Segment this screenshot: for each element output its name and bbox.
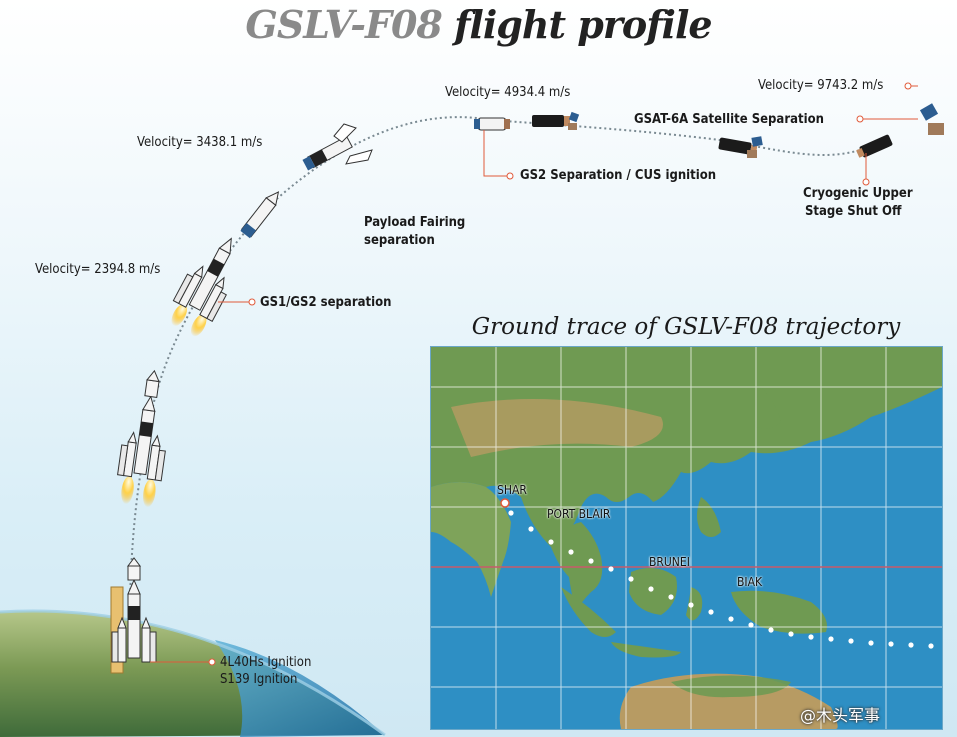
label-gs2-cus: GS2 Separation / CUS ignition — [520, 168, 717, 183]
land-india — [431, 482, 511, 597]
label-cryo-line1: Cryogenic Upper — [803, 186, 913, 201]
title-mission: GSLV-F08 — [245, 2, 442, 47]
trace-dot — [628, 576, 634, 582]
satellite-brown — [747, 150, 757, 158]
trace-dot — [608, 566, 614, 572]
trace-dot — [908, 642, 914, 648]
page-title: GSLV-F08 flight profile — [0, 2, 957, 47]
land-himalaya — [451, 399, 663, 457]
shar-marker — [500, 498, 510, 508]
velocity-label-1: Velocity= 2394.8 m/s — [35, 262, 161, 277]
earth-sea — [215, 640, 385, 737]
satellite-blue — [751, 136, 763, 147]
map-graphic — [431, 347, 942, 729]
land-australia-north — [671, 675, 791, 698]
rocket-gs1-gs2 — [171, 227, 252, 337]
ground-trace-map: SHAR PORT BLAIR BRUNEI BIAK — [430, 346, 943, 730]
land-japan — [754, 387, 781, 429]
trace-dot — [828, 636, 834, 642]
final-satellite-brown — [928, 123, 944, 135]
rocket-ascent-1 — [117, 369, 174, 508]
trace-dot — [888, 641, 894, 647]
velocity-label-2: Velocity= 3438.1 m/s — [137, 135, 263, 150]
trace-dot — [568, 549, 574, 555]
velocity-label-3: Velocity= 4934.4 m/s — [445, 85, 571, 100]
trace-dot — [668, 594, 674, 600]
land-sumatra — [561, 587, 616, 637]
label-fairing-line2: separation — [364, 233, 435, 248]
trace-dot — [808, 634, 814, 640]
cus-stage-shutoff — [856, 134, 893, 158]
ground-trace-dots — [508, 510, 934, 649]
trace-dot — [848, 638, 854, 644]
final-satellite-blue — [919, 103, 939, 121]
label-gsat-separation: GSAT-6A Satellite Separation — [634, 112, 824, 127]
fairing-half-top — [333, 123, 357, 143]
trace-dot — [588, 558, 594, 564]
watermark: @木头军事 — [800, 706, 881, 725]
leader-gs2-cus — [483, 130, 510, 177]
fairing-half-bottom — [345, 149, 373, 165]
trace-dot — [748, 622, 754, 628]
map-title: Ground trace of GSLV-F08 trajectory — [471, 314, 901, 340]
land-borneo — [629, 568, 677, 615]
fairing-separation — [302, 135, 353, 171]
trace-dot — [928, 643, 934, 649]
cus-stage — [532, 111, 580, 130]
land-new-guinea — [731, 590, 827, 634]
label-ignition-line1: 4L40Hs Ignition — [220, 655, 312, 670]
trace-dot — [688, 602, 694, 608]
place-port-blair: PORT BLAIR — [547, 507, 611, 521]
trace-dot — [728, 616, 734, 622]
trace-dot — [788, 631, 794, 637]
label-ignition-line2: S139 Ignition — [220, 672, 298, 687]
upper-stage-after-sep — [240, 191, 280, 239]
title-text: flight profile — [454, 2, 713, 47]
trace-dot — [508, 510, 514, 516]
label-cryo-line2: Stage Shut Off — [805, 204, 902, 219]
gs2-stage — [474, 117, 510, 131]
label-fairing-line1: Payload Fairing — [364, 215, 466, 230]
label-gs1-gs2-separation: GS1/GS2 separation — [260, 295, 392, 310]
trace-dot — [868, 640, 874, 646]
trace-dot — [648, 586, 654, 592]
land-sulawesi — [686, 587, 703, 621]
place-biak: BIAK — [737, 575, 763, 589]
velocity-label-4: Velocity= 9743.2 m/s — [758, 78, 884, 93]
trace-dot — [548, 539, 554, 545]
trace-dot — [768, 627, 774, 633]
rocket-on-pad — [111, 557, 157, 663]
place-shar: SHAR — [497, 483, 527, 497]
trace-dot — [708, 609, 714, 615]
land-java — [611, 642, 681, 658]
place-brunei: BRUNEI — [649, 555, 690, 569]
earth-horizon — [0, 609, 386, 737]
trace-dot — [528, 526, 534, 532]
